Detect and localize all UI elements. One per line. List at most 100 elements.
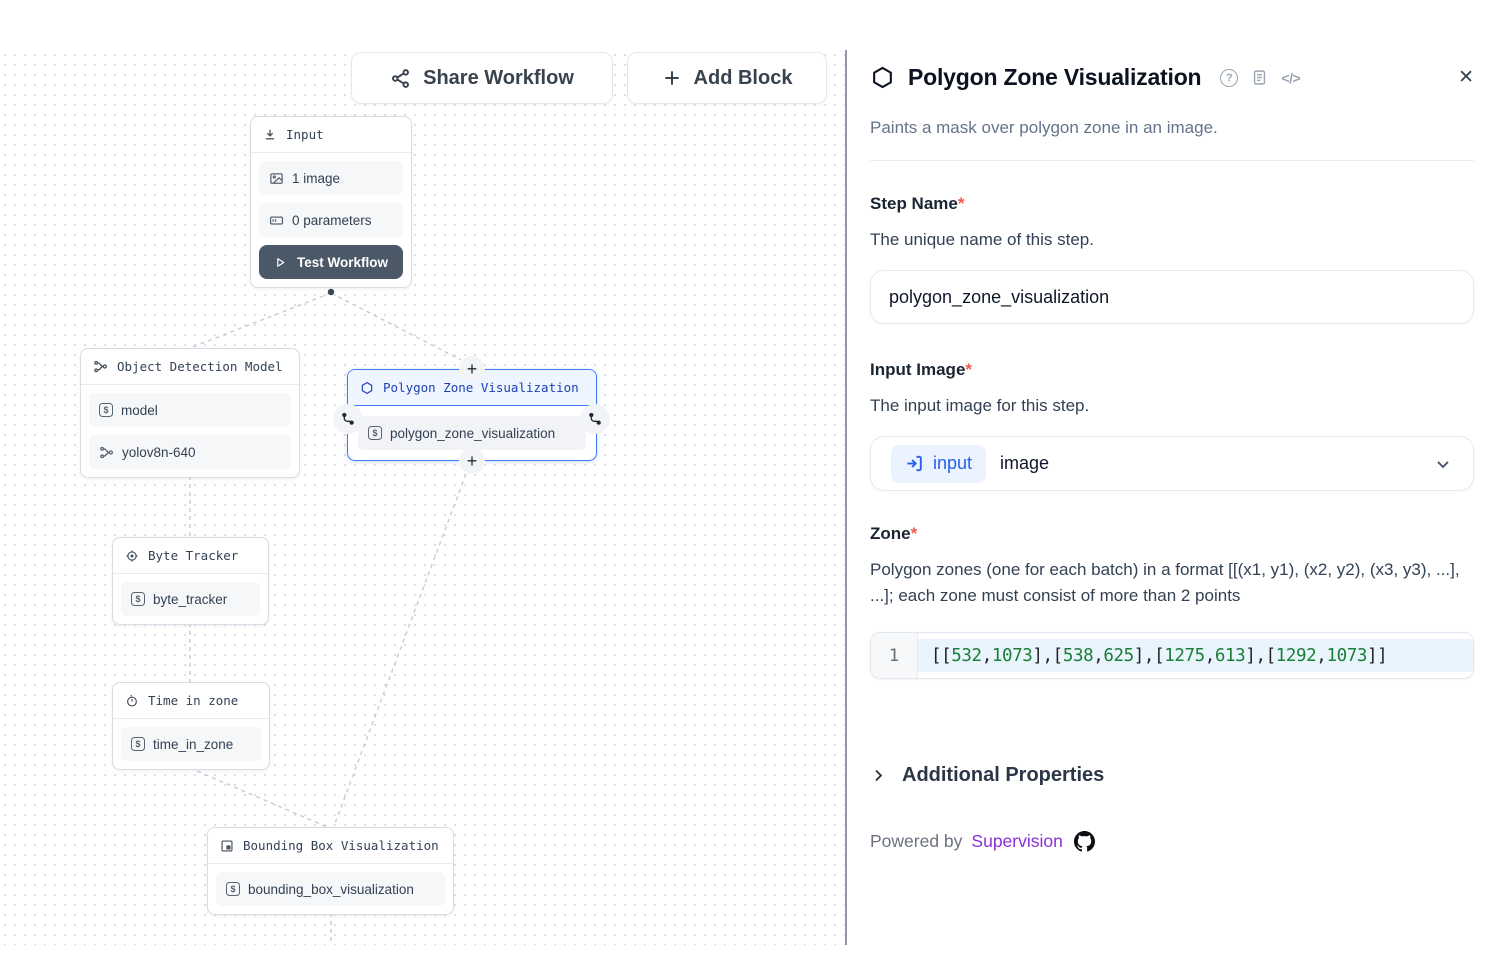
model-graph-icon — [100, 446, 114, 458]
step-name-label: Step Name* — [870, 194, 965, 213]
download-icon — [265, 129, 275, 139]
supervision-link[interactable]: Supervision — [971, 831, 1063, 851]
zone-help: Polygon zones (one for each batch) in a … — [870, 560, 1460, 605]
chip-label: model — [121, 402, 158, 418]
step-name-help: The unique name of this step. — [870, 230, 1094, 249]
test-workflow-button[interactable]: Test Workflow — [259, 245, 403, 279]
chevron-down-icon — [1433, 454, 1453, 474]
byte-tracker-chip[interactable]: $ byte_tracker — [121, 582, 260, 616]
time-in-zone-chip[interactable]: $ time_in_zone — [121, 727, 261, 761]
input-image-select[interactable]: input image — [870, 436, 1474, 491]
node-odm-header[interactable]: Object Detection Model — [81, 349, 299, 385]
close-icon[interactable]: ✕ — [1458, 67, 1474, 88]
share-icon — [392, 68, 410, 88]
parameters-icon — [269, 215, 284, 225]
node-bounding-box-visualization[interactable]: Bounding Box Visualization $ bounding_bo… — [207, 827, 454, 915]
odm-model-chip[interactable]: $ model — [89, 393, 291, 427]
node-bbox-header[interactable]: Bounding Box Visualization — [208, 828, 453, 864]
canvas-dot-grid — [0, 50, 845, 945]
step-output-icon: $ — [368, 426, 382, 440]
connection-lines — [189, 288, 467, 944]
node-input-body: 1 image 0 parameters Test Workflow — [251, 153, 411, 287]
add-block-button[interactable]: Add Block — [627, 52, 827, 104]
input-images-chip[interactable]: 1 image — [259, 161, 403, 195]
github-icon[interactable] — [1073, 831, 1095, 852]
tracker-target-icon — [126, 549, 138, 562]
node-title: Input — [286, 127, 324, 142]
chip-label: bounding_box_visualization — [248, 881, 414, 897]
help-icon[interactable]: ? — [1220, 68, 1239, 87]
image-icon — [270, 172, 283, 184]
node-odm-body: $ model yolov8n-640 — [81, 385, 299, 477]
required-asterisk: * — [910, 524, 918, 543]
add-block-label: Add Block — [693, 66, 793, 89]
node-polygon-body: $ polygon_zone_visualization — [348, 406, 596, 460]
properties-panel: Polygon Zone Visualization ? </> ✕ Paint… — [847, 0, 1506, 970]
node-title: Byte Tracker — [148, 548, 239, 563]
panel-title: Polygon Zone Visualization — [908, 64, 1202, 90]
input-parameters-chip[interactable]: 0 parameters — [259, 203, 403, 237]
play-icon — [277, 257, 285, 267]
step-output-icon: $ — [99, 403, 113, 417]
code-area[interactable]: [[532,1073],[538,625],[1275,613],[1292,1… — [918, 633, 1473, 678]
connection-dot — [327, 288, 335, 296]
input-image-help: The input image for this step. — [870, 396, 1090, 415]
powered-by: Powered by Supervision — [870, 831, 1474, 852]
node-time-header[interactable]: Time in zone — [113, 683, 269, 719]
stopwatch-icon — [127, 694, 137, 707]
node-bbox-body: $ bounding_box_visualization — [208, 864, 453, 914]
node-time-in-zone[interactable]: Time in zone $ time_in_zone — [112, 682, 270, 770]
plus-icon — [664, 71, 679, 85]
docs-icon[interactable] — [1251, 69, 1268, 86]
zone-code-editor[interactable]: 1 [[532,1073],[538,625],[1275,613],[1292… — [870, 632, 1474, 679]
branch-left-handle[interactable] — [333, 404, 363, 434]
panel-header: Polygon Zone Visualization ? </> ✕ — [870, 64, 1474, 91]
chip-label: time_in_zone — [153, 736, 234, 752]
node-object-detection-model[interactable]: Object Detection Model $ model yolov8n-6… — [80, 348, 300, 478]
add-block-below-handle[interactable]: + — [459, 448, 485, 474]
node-time-body: $ time_in_zone — [113, 719, 269, 769]
bounding-box-chip[interactable]: $ bounding_box_visualization — [216, 872, 445, 906]
required-asterisk: * — [965, 360, 973, 379]
zone-label: Zone* — [870, 524, 918, 543]
node-byte-header[interactable]: Byte Tracker — [113, 538, 268, 574]
add-block-above-handle[interactable]: + — [459, 356, 485, 382]
node-title: Bounding Box Visualization — [243, 838, 439, 853]
zone-code-line[interactable]: [[532,1073],[538,625],[1275,613],[1292,1… — [918, 639, 1473, 672]
powered-by-prefix: Powered by — [870, 831, 963, 851]
step-name-input[interactable] — [870, 270, 1474, 324]
additional-properties-toggle[interactable]: Additional Properties — [870, 764, 1474, 787]
share-workflow-label: Share Workflow — [423, 66, 574, 89]
step-output-icon: $ — [131, 737, 145, 751]
node-byte-tracker[interactable]: Byte Tracker $ byte_tracker — [112, 537, 269, 625]
share-workflow-button[interactable]: Share Workflow — [351, 52, 613, 104]
code-icon[interactable]: </> — [1281, 69, 1301, 86]
node-title: Time in zone — [148, 693, 239, 708]
polygon-step-chip[interactable]: $ polygon_zone_visualization — [358, 416, 586, 450]
bounding-box-icon — [221, 839, 233, 852]
node-byte-body: $ byte_tracker — [113, 574, 268, 624]
chip-label: 0 parameters — [292, 212, 372, 228]
chevron-right-icon — [875, 769, 883, 782]
odm-yolo-chip[interactable]: yolov8n-640 — [89, 435, 291, 469]
workflow-canvas[interactable]: Share Workflow Add Block Input 1 — [0, 0, 845, 970]
required-asterisk: * — [957, 194, 965, 213]
badge-label: input — [933, 453, 973, 473]
line-number-gutter: 1 — [871, 633, 918, 678]
step-output-icon: $ — [226, 882, 240, 896]
node-title: Object Detection Model — [117, 359, 283, 374]
chip-label: byte_tracker — [153, 591, 228, 607]
block-description: Paints a mask over polygon zone in an im… — [870, 118, 1218, 137]
node-input[interactable]: Input 1 image 0 parameters — [250, 116, 412, 288]
git-branch-icon — [589, 412, 601, 425]
chip-label: 1 image — [292, 170, 341, 186]
node-input-header[interactable]: Input — [251, 117, 411, 153]
test-workflow-label: Test Workflow — [296, 254, 388, 270]
panel-header-icons: ? </> — [1220, 68, 1301, 87]
input-source-badge: input — [891, 444, 987, 483]
panel-divider — [845, 50, 847, 945]
additional-properties-label: Additional Properties — [902, 764, 1105, 786]
branch-right-handle[interactable] — [580, 404, 610, 434]
model-graph-icon — [94, 360, 108, 373]
